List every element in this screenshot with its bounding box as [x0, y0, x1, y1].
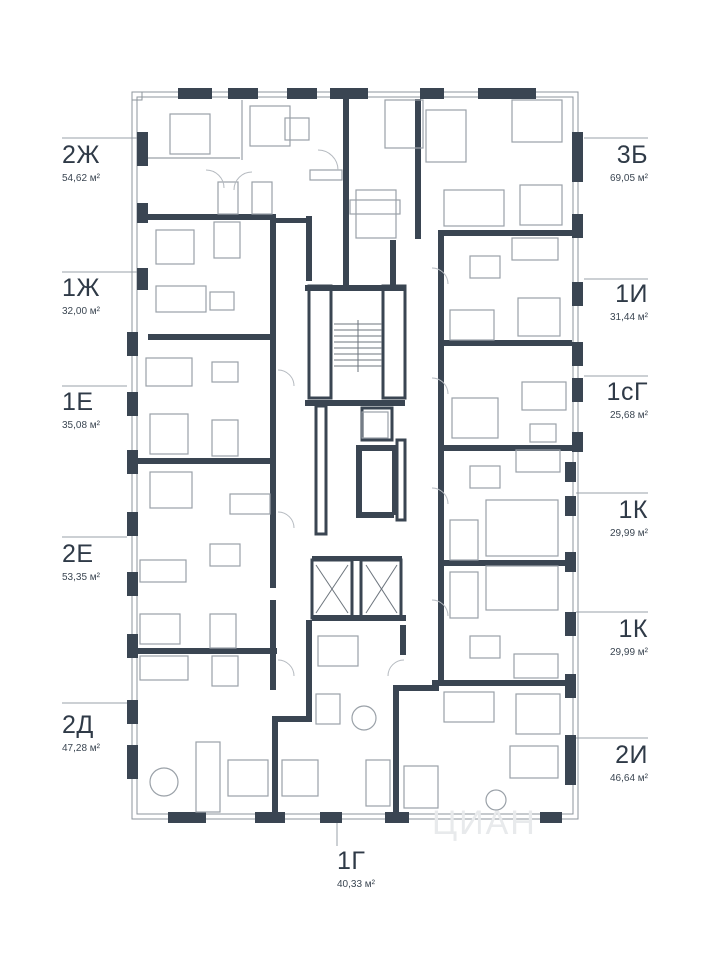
unit-1g-label[interactable]: 1Г 40,33 м² — [337, 847, 376, 891]
unit-1e-label[interactable]: 1Е 35,08 м² — [62, 388, 101, 432]
unit-area: 25,68 м² — [609, 410, 648, 421]
unit-1sg-label[interactable]: 1сГ 25,68 м² — [606, 378, 648, 422]
unit-area: 40,33 м² — [337, 879, 376, 890]
unit-code: 1сГ — [606, 378, 648, 406]
structural-walls — [127, 88, 583, 823]
unit-area: 53,35 м² — [62, 572, 101, 583]
unit-code: 3Б — [616, 141, 648, 169]
unit-code: 1И — [615, 280, 648, 308]
unit-1k-b-label[interactable]: 1К 29,99 м² — [609, 615, 648, 659]
unit-2zh-label[interactable]: 2Ж 54,62 м² — [62, 141, 101, 185]
unit-code: 1Г — [337, 847, 366, 875]
unit-code: 1К — [618, 496, 648, 524]
unit-1zh-label[interactable]: 1Ж 32,00 м² — [62, 274, 101, 318]
unit-code: 2Д — [62, 711, 94, 739]
unit-area: 32,00 м² — [62, 306, 101, 317]
unit-3b-label[interactable]: 3Б 69,05 м² — [609, 141, 648, 185]
stair-lines — [315, 320, 398, 614]
watermark: ЦИАН — [432, 804, 537, 842]
unit-2i-label[interactable]: 2И 46,64 м² — [609, 741, 648, 785]
core-shafts — [307, 284, 407, 620]
unit-area: 47,28 м² — [62, 743, 101, 754]
unit-code: 2Ж — [62, 141, 100, 169]
unit-area: 31,44 м² — [609, 312, 648, 323]
unit-2d-label[interactable]: 2Д 47,28 м² — [62, 711, 101, 755]
room-details — [139, 99, 567, 813]
leader-lines — [62, 137, 648, 846]
unit-1i-label[interactable]: 1И 31,44 м² — [609, 280, 648, 324]
unit-code: 2И — [615, 741, 648, 769]
unit-code: 2Е — [62, 540, 94, 568]
unit-area: 29,99 м² — [609, 528, 648, 539]
unit-2e-label[interactable]: 2Е 53,35 м² — [62, 540, 101, 584]
unit-code: 1Е — [62, 388, 94, 416]
unit-code: 1К — [618, 615, 648, 643]
unit-1k-a-label[interactable]: 1К 29,99 м² — [609, 496, 648, 540]
unit-area: 35,08 м² — [62, 420, 101, 431]
door-swings — [205, 149, 449, 677]
unit-area: 29,99 м² — [609, 647, 648, 658]
unit-area: 46,64 м² — [609, 773, 648, 784]
unit-area: 54,62 м² — [62, 173, 101, 184]
unit-area: 69,05 м² — [609, 173, 648, 184]
unit-code: 1Ж — [62, 274, 100, 302]
